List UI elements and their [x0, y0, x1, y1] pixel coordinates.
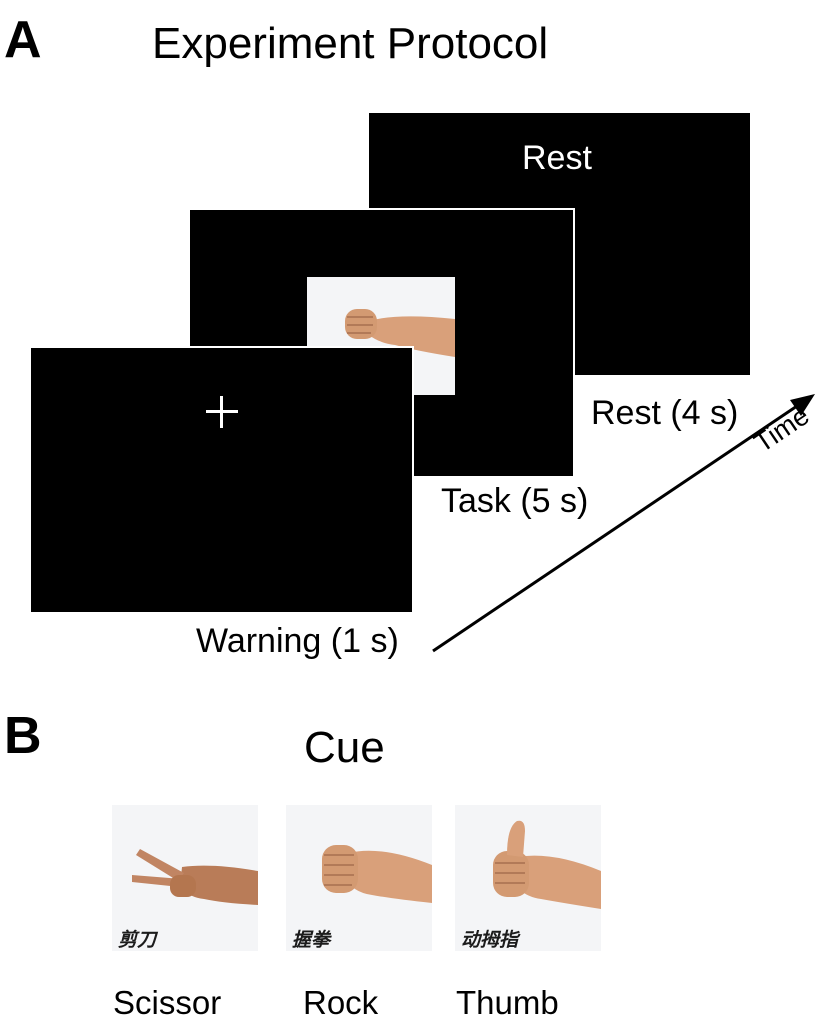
rest-duration-label: Rest (4 s)	[591, 394, 739, 432]
cue-caption-thumb: 动拇指	[461, 929, 519, 951]
cue-image-rock: 握拳	[286, 805, 432, 951]
panel-b-letter: B	[4, 707, 42, 765]
rest-screen-text: Rest	[522, 139, 592, 177]
time-arrow	[432, 394, 815, 653]
warning-screen	[29, 346, 414, 614]
warning-duration-label: Warning (1 s)	[196, 622, 399, 660]
cue-label-thumb: Thumb	[456, 984, 559, 1021]
panel-a-letter: A	[4, 11, 42, 69]
fist-hand-image	[345, 309, 455, 357]
cue-caption-scissor: 剪刀	[118, 929, 157, 951]
task-duration-label: Task (5 s)	[441, 482, 589, 520]
cue-label-scissor: Scissor	[113, 984, 222, 1021]
scissor-hand-image	[132, 849, 258, 905]
cue-image-thumb: 动拇指	[455, 805, 601, 951]
fixation-cross-vertical	[220, 396, 223, 428]
cue-image-scissor: 剪刀	[112, 805, 258, 951]
panel-b-title: Cue	[304, 723, 385, 772]
cue-caption-rock: 握拳	[292, 929, 331, 951]
cue-label-rock: Rock	[303, 984, 379, 1021]
thumb-hand-image	[493, 820, 601, 909]
panel-a-title: Experiment Protocol	[152, 19, 549, 68]
rock-hand-image	[322, 845, 432, 903]
